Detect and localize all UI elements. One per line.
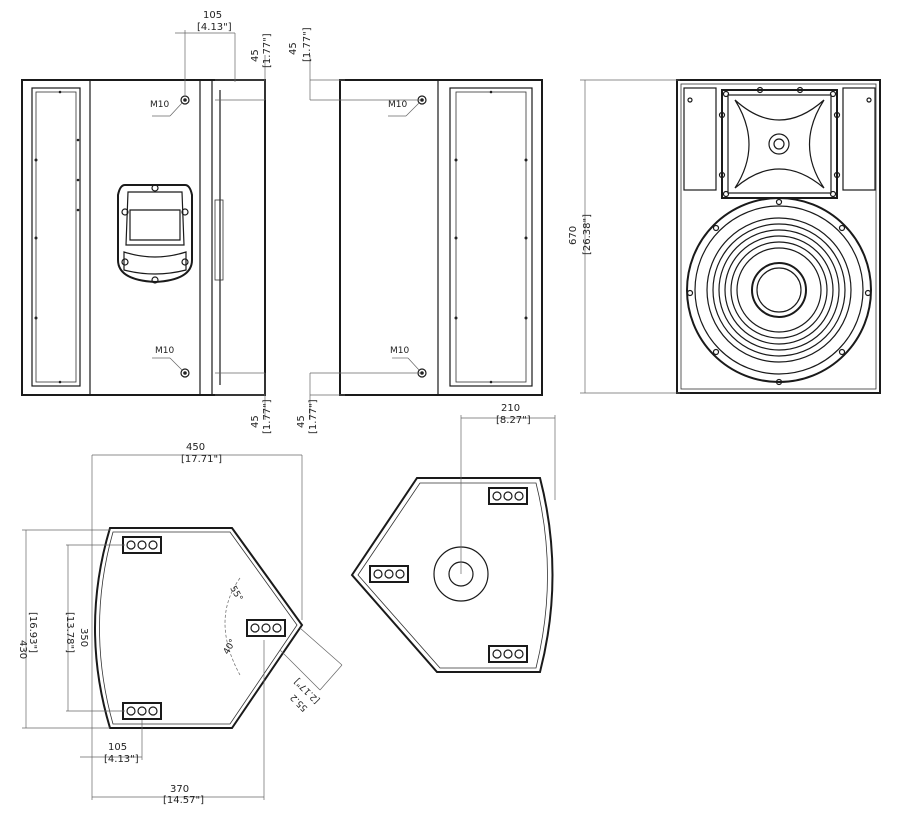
- side-view-outline: [21, 79, 266, 396]
- dim-top-width-in: [17.71"]: [181, 454, 222, 465]
- side-panel: [31, 87, 81, 387]
- rigging-point-icon: [180, 368, 190, 378]
- front-view: 670 [26.38"]: [568, 79, 881, 394]
- dim-front-height: 670: [568, 226, 579, 245]
- thread-label-bottom: M10: [390, 346, 409, 356]
- woofer-icon: [686, 197, 872, 386]
- dim-side-top-in: [4.13"]: [197, 22, 232, 33]
- thread-label-top: M10: [150, 100, 169, 110]
- dim-top-bottom-small-in: [4.13"]: [104, 754, 139, 765]
- horn-icon: [718, 86, 841, 199]
- connector-block-icon: [122, 702, 162, 720]
- connector-block-icon: [369, 565, 409, 583]
- dim-top-depth-outer-in: [16.93"]: [27, 612, 38, 653]
- top-view-outline: [94, 527, 304, 729]
- dim-side-bottom-right: 45: [250, 415, 261, 428]
- dim-top-bottom-small: 105: [108, 742, 127, 753]
- rear-view-outline: [339, 79, 543, 396]
- dim-side-top: 105: [203, 10, 222, 21]
- dim-side-bottom-right-in: [1.77"]: [262, 399, 273, 434]
- top-view: 55° 40° 55.2 [2.17"] 450 [17.71"] 430 [1…: [17, 442, 343, 806]
- front-view-outline: [676, 79, 881, 394]
- thread-label-bottom: M10: [155, 346, 174, 356]
- connector-block-icon: [246, 619, 286, 637]
- dim-side-top-right-in: [1.77"]: [262, 33, 273, 68]
- dim-bottom-in: [8.27"]: [496, 415, 531, 426]
- dim-rear-bottom-in: [1.77"]: [308, 399, 319, 434]
- side-view: M10 M10 105 [4.13"] 45 [1.77"] 45 [1.77"…: [21, 10, 273, 434]
- dim-top-depth-inner-in: [13.78"]: [64, 612, 75, 653]
- handle-icon: [117, 184, 193, 284]
- connector-block-icon: [122, 536, 162, 554]
- dim-side-top-right: 45: [250, 49, 261, 62]
- rigging-point-icon: [180, 95, 190, 105]
- dim-front-height-in: [26.38"]: [582, 214, 593, 255]
- dim-top-depth-outer: 430: [17, 640, 28, 659]
- bottom-view: 210 [8.27"]: [350, 403, 556, 673]
- dim-rear-top: 45: [288, 42, 299, 55]
- dim-bottom: 210: [501, 403, 520, 414]
- rear-view: M10 M10 45 [1.77"] 45 [1.77"]: [288, 27, 543, 434]
- connector-block-icon: [488, 645, 528, 663]
- dim-top-bottom-width-in: [14.57"]: [163, 795, 204, 806]
- bottom-view-outline: [350, 477, 554, 673]
- angle-label-1: 55°: [227, 585, 244, 604]
- dim-top-width: 450: [186, 442, 205, 453]
- dim-top-bottom-width: 370: [170, 784, 189, 795]
- dim-rear-bottom: 45: [296, 415, 307, 428]
- thread-label-top: M10: [388, 100, 407, 110]
- dim-top-depth-inner: 350: [78, 628, 89, 647]
- rear-panel: [449, 87, 533, 387]
- dim-rear-top-in: [1.77"]: [302, 27, 313, 62]
- angle-label-2: 40°: [222, 638, 239, 657]
- connector-block-icon: [488, 487, 528, 505]
